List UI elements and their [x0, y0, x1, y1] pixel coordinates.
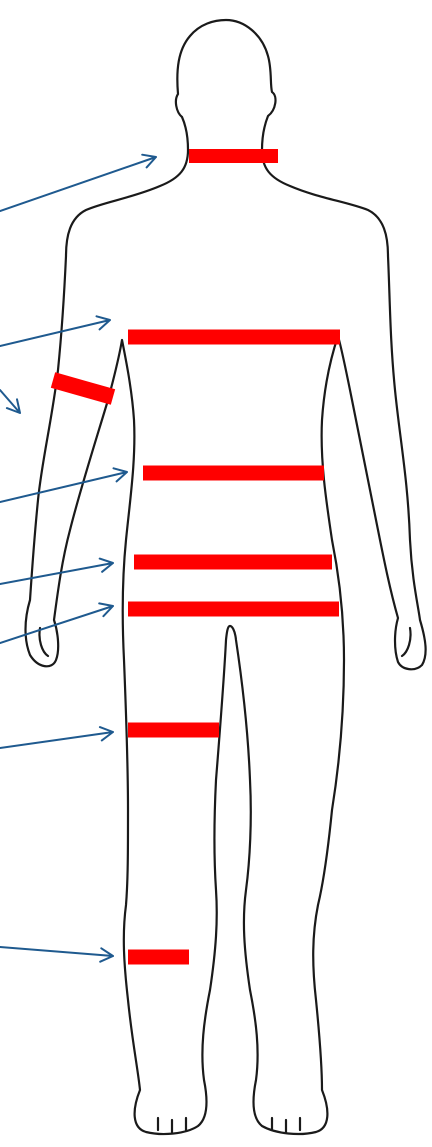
background [0, 0, 432, 1147]
body-measurement-diagram [0, 0, 432, 1147]
